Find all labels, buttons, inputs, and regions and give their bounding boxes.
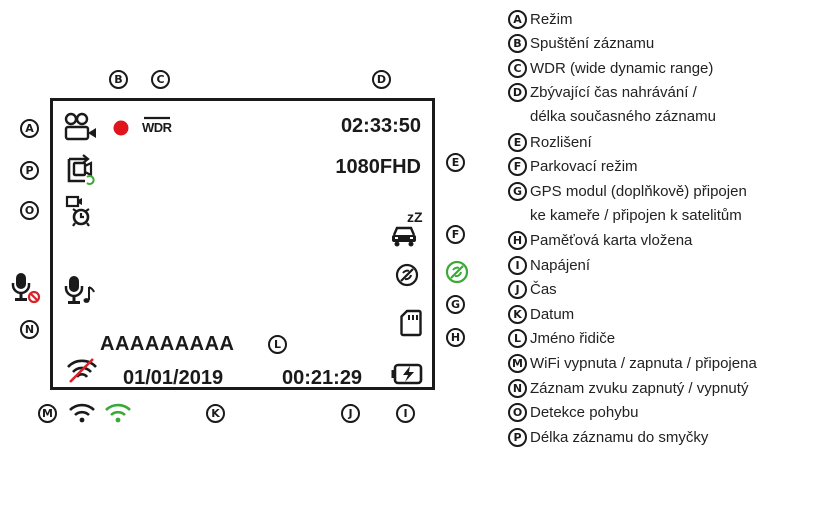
loop-record-icon — [67, 154, 95, 185]
legend-text: Spuštění záznamu — [530, 35, 655, 53]
legend-letter: F — [508, 157, 527, 177]
date-label: 01/01/2019 — [123, 367, 224, 389]
legend-letter: O — [508, 403, 527, 423]
legend-text: Zbývající čas nahrávání / — [530, 84, 697, 102]
sleep-label: zZ — [407, 209, 423, 225]
legend-text-continued: délka současného záznamu — [530, 108, 716, 126]
legend-text: Datum — [530, 305, 575, 323]
callout-i: I — [396, 404, 415, 423]
wifi-icon — [69, 403, 95, 423]
callout-n: N — [20, 320, 39, 339]
callout-o: O — [20, 201, 39, 220]
microphone-music-icon — [64, 276, 95, 304]
record-dot-icon — [113, 120, 129, 136]
time-remaining: 02:33:50 — [340, 115, 421, 137]
legend-text: GPS modul (doplňkově) připojen — [530, 182, 747, 200]
legend-text: Záznam zvuku zapnutý / vypnutý — [530, 379, 749, 397]
driver-name: AAAAAAAAA — [100, 333, 235, 355]
legend-letter: P — [508, 427, 527, 447]
legend-letter: M — [508, 353, 527, 373]
battery-charging-icon — [391, 363, 423, 385]
wifi-off-icon — [67, 358, 97, 383]
microphone-off-icon — [11, 273, 41, 304]
legend-letter: A — [508, 9, 527, 29]
motion-detection-icon — [65, 195, 90, 227]
legend-text: Detekce pohybu — [530, 404, 639, 422]
video-camera-icon — [64, 112, 96, 141]
callout-j: J — [341, 404, 360, 423]
legend-letter: E — [508, 132, 527, 152]
wdr-icon: WDR — [142, 114, 172, 136]
callout-p: P — [20, 161, 39, 180]
wdr-label: WDR — [142, 120, 172, 135]
callout-b: B — [109, 70, 128, 89]
callout-d: D — [372, 70, 391, 89]
callout-e: E — [446, 153, 465, 172]
legend-letter: D — [508, 83, 527, 103]
callout-l: L — [268, 335, 287, 354]
legend-letter: L — [508, 329, 527, 349]
sd-card-icon — [400, 309, 422, 337]
callout-m: M — [38, 404, 57, 423]
wifi-connected-icon — [105, 403, 131, 423]
gps-satellite-icon — [395, 263, 419, 287]
legend-letter: J — [508, 280, 527, 300]
legend-letter: N — [508, 378, 527, 398]
legend-text: Napájení — [530, 256, 591, 274]
clock-label: 00:21:29 — [282, 367, 363, 389]
callout-k: K — [206, 404, 225, 423]
callout-a: A — [20, 119, 39, 138]
legend-text: Jméno řidiče — [530, 330, 616, 348]
parking-car-icon: zZ — [390, 209, 430, 249]
legend-letter: G — [508, 181, 527, 201]
legend-text: Délka záznamu do smyčky — [530, 428, 709, 446]
dashcam-screen: WDR 02:33:50 1080FHD zZ — [50, 98, 435, 390]
callout-f: F — [446, 225, 465, 244]
callout-g: G — [446, 295, 465, 314]
legend-letter: B — [508, 34, 527, 54]
gps-connected-icon — [445, 260, 469, 284]
legend-letter: I — [508, 255, 527, 275]
legend-letter: C — [508, 58, 527, 78]
legend-text: Rozlišení — [530, 133, 592, 151]
legend-text: Režim — [530, 10, 573, 28]
legend-text: Čas — [530, 281, 557, 299]
callout-c: C — [151, 70, 170, 89]
legend-text-continued: ke kameře / připojen k satelitům — [530, 206, 742, 224]
legend-text: WiFi vypnuta / zapnuta / připojena — [530, 354, 757, 372]
legend-letter: H — [508, 230, 527, 250]
callout-h: H — [446, 328, 465, 347]
legend-text: WDR (wide dynamic range) — [530, 59, 714, 77]
legend-letter: K — [508, 304, 527, 324]
legend-text: Paměťová karta vložena — [530, 231, 693, 249]
resolution-label: 1080FHD — [335, 156, 421, 178]
legend-text: Parkovací režim — [530, 158, 638, 176]
